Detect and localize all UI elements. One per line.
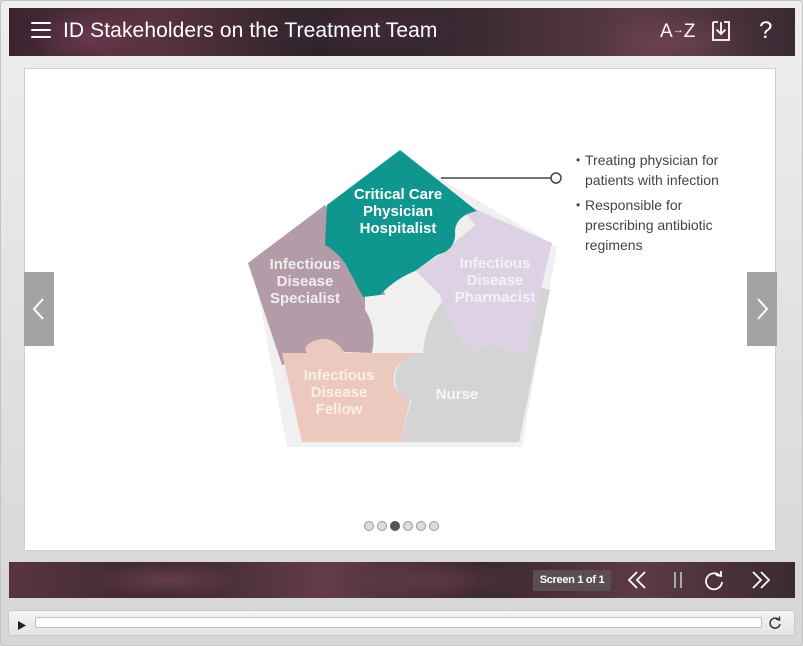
glossary-icon[interactable]: A→Z (660, 21, 696, 42)
fast-forward-icon (752, 571, 771, 589)
previous-screen-button[interactable] (24, 272, 54, 346)
pagination-dot[interactable] (403, 521, 413, 531)
next-screen-button[interactable] (747, 272, 777, 346)
play-icon (18, 621, 26, 630)
help-icon[interactable]: ? (759, 17, 773, 44)
screen-counter: Screen 1 of 1 (533, 570, 611, 591)
footer-bar: Screen 1 of 1 (9, 562, 795, 598)
restart-button[interactable] (768, 616, 782, 635)
page-title: ID Stakeholders on the Treatment Team (63, 19, 438, 42)
label-nurse: Nurse (435, 386, 479, 403)
chevron-left-icon (32, 298, 44, 320)
label-critical-care: Critical Care Physician Hospitalist (353, 186, 443, 237)
stakeholder-pentagon-diagram: Critical Care Physician Hospitalist Infe… (245, 145, 565, 455)
callout-bullet: Responsible for prescribing antibiotic r… (576, 195, 746, 255)
label-pharmacist: Infectious Disease Pharmacist (454, 255, 536, 306)
restart-icon (769, 616, 781, 629)
pagination-dot[interactable] (364, 521, 374, 531)
chevron-right-icon (757, 298, 769, 320)
pause-button[interactable] (671, 570, 685, 595)
download-icon[interactable] (709, 19, 733, 43)
menu-icon[interactable] (31, 22, 51, 40)
pagination-dot[interactable] (416, 521, 426, 531)
callout-bullet: Treating physician for patients with inf… (576, 150, 746, 190)
fast-forward-button[interactable] (749, 570, 771, 595)
rewind-icon (627, 571, 646, 589)
pause-icon (674, 572, 682, 588)
progress-track[interactable] (35, 617, 762, 628)
puzzle-piece-fellow[interactable] (282, 338, 423, 442)
header-bar: ID Stakeholders on the Treatment Team A→… (9, 8, 795, 56)
label-specialist: Infectious Disease Specialist (269, 256, 341, 307)
pagination-dot[interactable] (377, 521, 387, 531)
rewind-button[interactable] (627, 570, 649, 595)
pagination-dot[interactable] (429, 521, 439, 531)
pagination-dots (364, 521, 439, 533)
media-controls (8, 610, 795, 636)
replay-screen-button[interactable] (703, 570, 725, 597)
pagination-dot[interactable] (390, 521, 400, 531)
puzzle-piece-pharmacist[interactable] (415, 200, 552, 355)
puzzle-piece-critical-care[interactable] (325, 150, 477, 297)
replay-icon (705, 571, 723, 591)
content-stage (24, 68, 776, 551)
callout-text: Treating physician for patients with inf… (576, 150, 746, 260)
label-fellow: Infectious Disease Fellow (303, 367, 375, 418)
play-button[interactable] (17, 618, 27, 636)
